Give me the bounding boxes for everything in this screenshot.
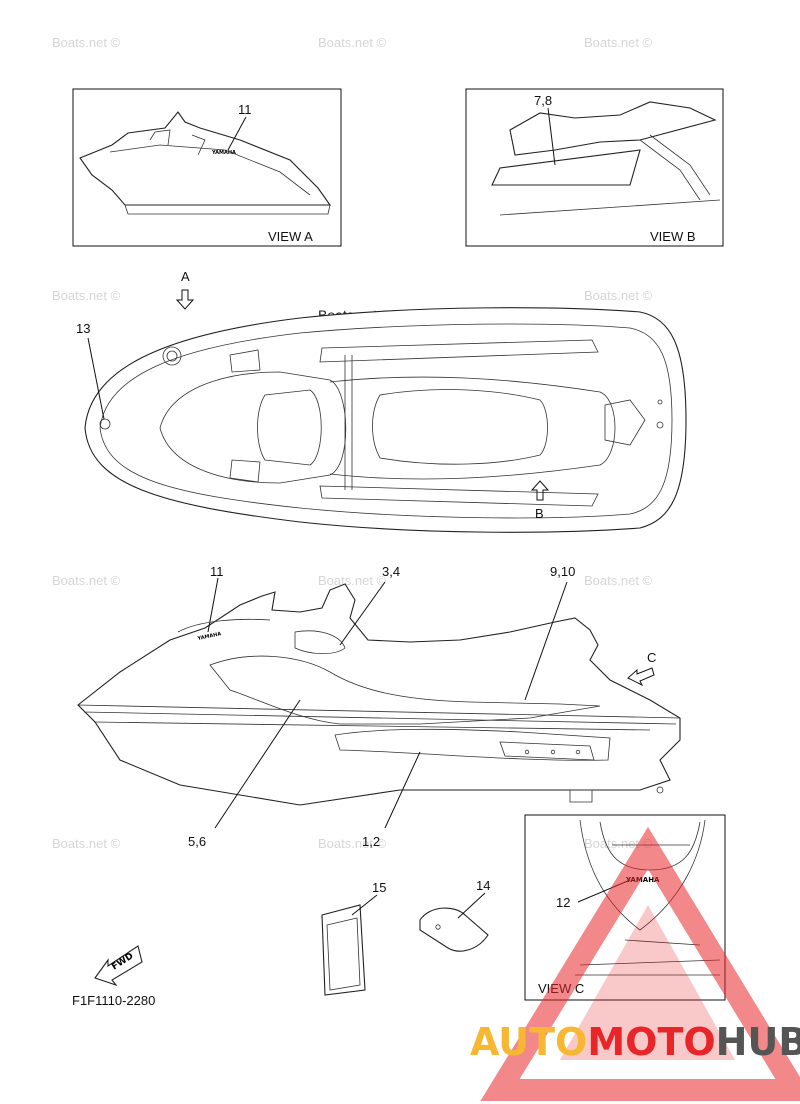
view-a-decal: YAMAHA: [211, 150, 236, 156]
part-15-pouch: [321, 904, 366, 996]
arrow-a-label: A: [181, 269, 190, 284]
callout-11-view-a: 11: [238, 102, 252, 117]
view-b-seat-shape: [509, 101, 717, 156]
callout-15: 15: [372, 880, 386, 895]
side-decal: YAMAHA: [196, 631, 222, 642]
arrow-c-label: C: [647, 650, 656, 665]
arrow-a-icon: [175, 289, 195, 310]
loose-parts: 15 14: [321, 878, 490, 996]
callout-5-6: 5,6: [188, 834, 206, 849]
watermark: Boats.net ©: [318, 35, 387, 50]
callout-13: 13: [76, 321, 90, 336]
diagram-code: F1F1110-2280: [72, 993, 155, 1008]
watermark: Boats.net ©: [584, 35, 653, 50]
arrow-c-icon: [627, 667, 655, 687]
callout-9-10: 9,10: [550, 564, 575, 579]
view-c-frame: [524, 814, 726, 1001]
watermark: Boats.net ©: [584, 573, 653, 588]
watermark-layer: Boats.net © Boats.net © Boats.net © Boat…: [52, 35, 653, 851]
callout-14: 14: [476, 878, 490, 893]
side-view-hull: [77, 583, 681, 806]
watermark: Boats.net ©: [52, 288, 121, 303]
watermark: Boats.net ©: [318, 836, 387, 851]
view-c-decal: YAMAHA: [625, 876, 660, 884]
arrow-b-label: B: [535, 506, 544, 521]
callout-3-4: 3,4: [382, 564, 400, 579]
callout-1-2: 1,2: [362, 834, 380, 849]
watermark: Boats.net ©: [52, 573, 121, 588]
watermark: Boats.net ©: [52, 836, 121, 851]
arrow-b-icon: [530, 480, 550, 501]
part-14-tool-bag: [419, 907, 489, 952]
side-view: YAMAHA 11 3,4 9,10 5,6 1,2 C: [77, 564, 681, 849]
view-a-panel: YAMAHA 11 VIEW A: [72, 88, 342, 247]
fwd-arrow-icon: [94, 945, 143, 987]
top-view: A 13 B: [76, 269, 687, 533]
watermark: Boats.net ©: [52, 35, 121, 50]
automotohub-logo: AUTOMOTOHUB: [470, 826, 800, 1101]
fwd-indicator: FWD: [94, 945, 143, 987]
top-view-hull: [84, 307, 687, 533]
logo-wordmark: AUTOMOTOHUB: [470, 1020, 800, 1064]
watermark: Boats.net ©: [584, 836, 653, 851]
view-a-label: VIEW A: [268, 229, 313, 244]
callout-12: 12: [556, 895, 570, 910]
view-b-panel: 7,8 VIEW B: [465, 88, 724, 247]
view-b-decal-7-8: [491, 149, 641, 186]
view-b-frame: [465, 88, 724, 247]
watermark: Boats.net ©: [584, 288, 653, 303]
callout-11-side: 11: [210, 564, 224, 579]
view-b-label: VIEW B: [650, 229, 696, 244]
view-a-hull-shape: [79, 111, 332, 206]
view-a-frame: [72, 88, 342, 247]
watermark: Boats.net ©: [318, 573, 387, 588]
callout-7-8: 7,8: [534, 93, 552, 108]
logo-triangle: [480, 826, 800, 1101]
